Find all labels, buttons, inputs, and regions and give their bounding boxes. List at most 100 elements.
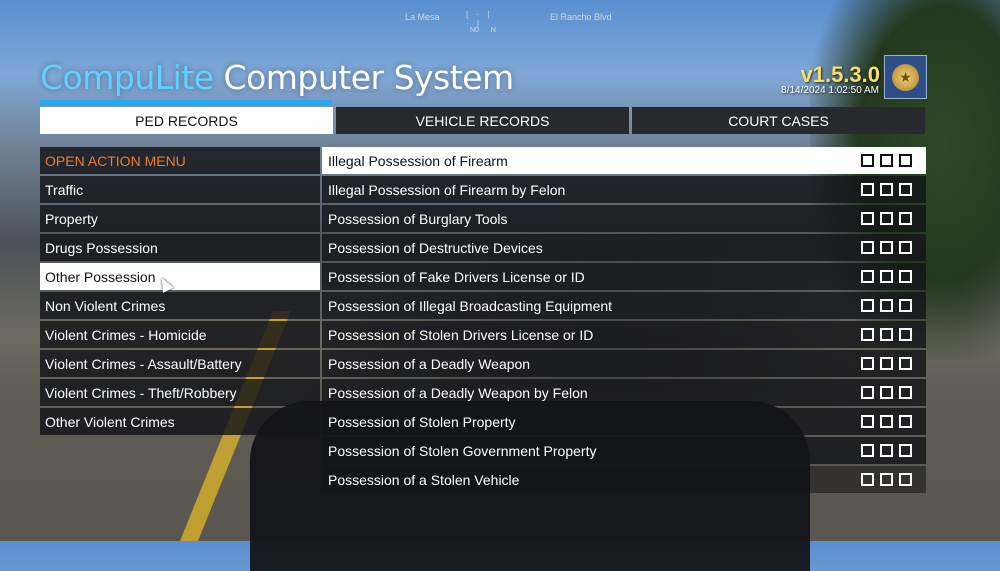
sidebar-item-other-possession[interactable]: Other Possession — [40, 263, 320, 290]
checkbox-icon[interactable] — [861, 270, 874, 283]
charge-row[interactable]: Possession of a Deadly Weapon — [322, 350, 926, 377]
charge-row[interactable]: Possession of a Stolen Vehicle — [322, 466, 926, 493]
charge-label: Possession of Stolen Property — [328, 413, 516, 430]
badge-star-icon: ★ — [892, 63, 919, 91]
sidebar-item-violent-theft-robbery[interactable]: Violent Crimes - Theft/Robbery — [40, 379, 320, 406]
checkbox-icon[interactable] — [899, 212, 912, 225]
charge-category-sidebar: OPEN ACTION MENU Traffic Property Drugs … — [40, 147, 320, 437]
charge-row[interactable]: Possession of Stolen Property — [322, 408, 926, 435]
charge-label: Possession of Stolen Drivers License or … — [328, 326, 594, 343]
checkbox-icon[interactable] — [880, 386, 893, 399]
checkbox-icon[interactable] — [880, 212, 893, 225]
tab-ped-records[interactable]: PED RECORDS — [40, 107, 333, 134]
checkbox-icon[interactable] — [861, 473, 874, 486]
charge-label: Possession of Burglary Tools — [328, 210, 508, 227]
app-title-rest: Computer System — [213, 58, 515, 97]
charge-label: Possession of a Stolen Vehicle — [328, 471, 520, 488]
checkbox-icon[interactable] — [861, 444, 874, 457]
charge-row[interactable]: Possession of Burglary Tools — [322, 205, 926, 232]
checkbox-icon[interactable] — [899, 415, 912, 428]
sidebar-item-traffic[interactable]: Traffic — [40, 176, 320, 203]
checkbox-icon[interactable] — [899, 357, 912, 370]
charge-checkbox-group — [861, 241, 912, 254]
sidebar-item-property[interactable]: Property — [40, 205, 320, 232]
sidebar-item-violent-assault-battery[interactable]: Violent Crimes - Assault/Battery — [40, 350, 320, 377]
charge-checkbox-group — [861, 415, 912, 428]
charge-checkbox-group — [861, 386, 912, 399]
hud-street-left: La Mesa — [405, 12, 440, 22]
checkbox-icon[interactable] — [861, 386, 874, 399]
checkbox-icon[interactable] — [861, 154, 874, 167]
hud-compass: | · | · | — [466, 10, 493, 28]
tab-vehicle-records[interactable]: VEHICLE RECORDS — [336, 107, 629, 134]
checkbox-icon[interactable] — [899, 154, 912, 167]
sidebar-item-drugs-possession[interactable]: Drugs Possession — [40, 234, 320, 261]
checkbox-icon[interactable] — [899, 183, 912, 196]
sidebar-item-violent-homicide[interactable]: Violent Crimes - Homicide — [40, 321, 320, 348]
charge-label: Illegal Possession of Firearm by Felon — [328, 181, 566, 198]
checkbox-icon[interactable] — [861, 299, 874, 312]
tab-court-cases[interactable]: COURT CASES — [632, 107, 925, 134]
charge-row[interactable]: Illegal Possession of Firearm by Felon — [322, 176, 926, 203]
checkbox-icon[interactable] — [880, 183, 893, 196]
charge-checkbox-group — [861, 357, 912, 370]
checkbox-icon[interactable] — [880, 241, 893, 254]
charge-checkbox-group — [861, 270, 912, 283]
checkbox-icon[interactable] — [880, 473, 893, 486]
charge-checkbox-group — [861, 444, 912, 457]
police-badge-icon: ★ — [884, 55, 927, 99]
charge-row[interactable]: Possession of Fake Drivers License or ID — [322, 263, 926, 290]
charge-label: Possession of Fake Drivers License or ID — [328, 268, 585, 285]
charge-row[interactable]: Illegal Possession of Firearm — [322, 147, 926, 174]
app-title-brand: CompuLite — [40, 58, 214, 97]
checkbox-icon[interactable] — [899, 386, 912, 399]
charge-label: Possession of a Deadly Weapon by Felon — [328, 384, 588, 401]
sidebar-item-other-violent-crimes[interactable]: Other Violent Crimes — [40, 408, 320, 435]
charge-row[interactable]: Possession of Illegal Broadcasting Equip… — [322, 292, 926, 319]
charge-row[interactable]: Possession of a Deadly Weapon by Felon — [322, 379, 926, 406]
active-tab-indicator — [40, 100, 332, 106]
datetime-label: 8/14/2024 1:02:50 AM — [781, 85, 879, 96]
checkbox-icon[interactable] — [899, 299, 912, 312]
app-title: CompuLite Computer System — [40, 58, 514, 97]
charge-checkbox-group — [861, 212, 912, 225]
hud-street-right: El Rancho Blvd — [550, 12, 612, 22]
checkbox-icon[interactable] — [880, 415, 893, 428]
checkbox-icon[interactable] — [899, 328, 912, 341]
charge-label: Possession of Illegal Broadcasting Equip… — [328, 297, 613, 314]
checkbox-icon[interactable] — [880, 270, 893, 283]
checkbox-icon[interactable] — [899, 241, 912, 254]
checkbox-icon[interactable] — [880, 299, 893, 312]
checkbox-icon[interactable] — [899, 444, 912, 457]
checkbox-icon[interactable] — [861, 241, 874, 254]
checkbox-icon[interactable] — [880, 357, 893, 370]
charge-row[interactable]: Possession of Stolen Government Property — [322, 437, 926, 464]
checkbox-icon[interactable] — [880, 444, 893, 457]
charge-row[interactable]: Possession of Destructive Devices — [322, 234, 926, 261]
checkbox-icon[interactable] — [880, 154, 893, 167]
charge-checkbox-group — [861, 473, 912, 486]
charge-label: Illegal Possession of Firearm — [328, 152, 508, 169]
charge-checkbox-group — [861, 183, 912, 196]
charge-checkbox-group — [861, 299, 912, 312]
sidebar-item-non-violent-crimes[interactable]: Non Violent Crimes — [40, 292, 320, 319]
hud-compass-heading: N0 N — [470, 27, 496, 34]
checkbox-icon[interactable] — [899, 270, 912, 283]
checkbox-icon[interactable] — [899, 473, 912, 486]
checkbox-icon[interactable] — [861, 357, 874, 370]
charge-label: Possession of Stolen Government Property — [328, 442, 597, 459]
tab-bar: PED RECORDS VEHICLE RECORDS COURT CASES — [40, 107, 925, 134]
charge-checkbox-group — [861, 328, 912, 341]
charge-label: Possession of Destructive Devices — [328, 239, 543, 256]
open-action-menu-button[interactable]: OPEN ACTION MENU — [40, 147, 320, 174]
checkbox-icon[interactable] — [861, 183, 874, 196]
checkbox-icon[interactable] — [861, 415, 874, 428]
charge-checkbox-group — [861, 154, 912, 167]
checkbox-icon[interactable] — [861, 328, 874, 341]
checkbox-icon[interactable] — [861, 212, 874, 225]
charge-row[interactable]: Possession of Stolen Drivers License or … — [322, 321, 926, 348]
checkbox-icon[interactable] — [880, 328, 893, 341]
charge-label: Possession of a Deadly Weapon — [328, 355, 531, 372]
version-label: v1.5.3.0 — [800, 62, 880, 87]
